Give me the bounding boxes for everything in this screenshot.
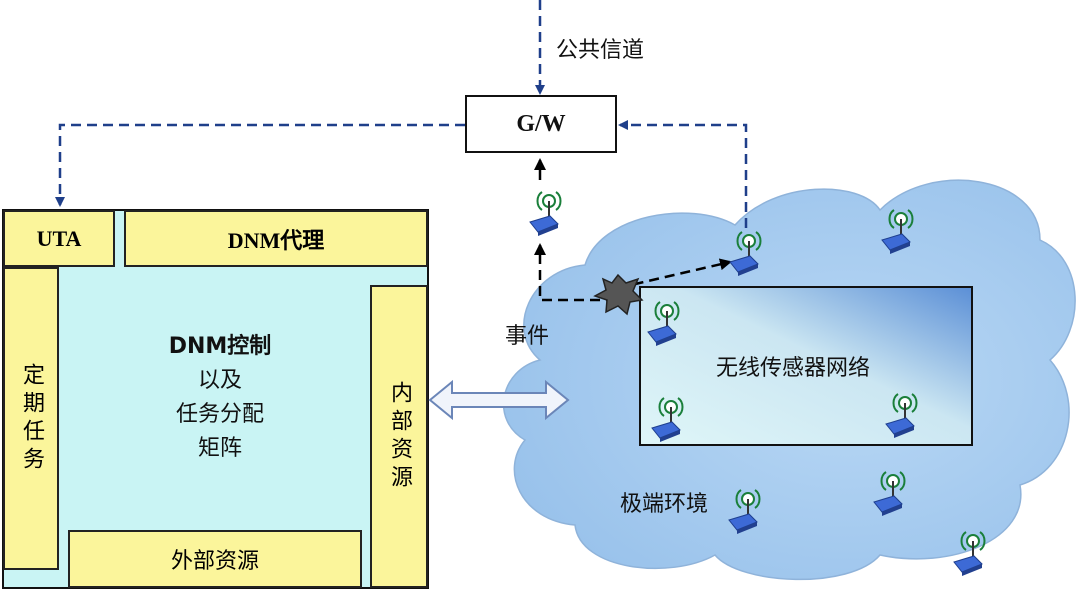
periodic-task-box: 定期任务 [3,267,59,570]
dnm-control-line3: 任务分配 [175,402,264,427]
external-resource-label: 外部资源 [170,549,259,574]
dnm-control-text: DNM控制 以及 任务分配 矩阵 [110,330,330,466]
sensor-node-icon [529,191,562,236]
double-arrow-icon [428,379,570,421]
explosion-star-icon [593,273,644,316]
sensor-node-icon [729,231,762,276]
sensor-node-icon [651,397,684,442]
sensor-node-icon [728,489,761,534]
wsn-box [639,286,973,446]
dnm-agent-label: DNM代理 [227,227,325,253]
event-label: 事件 [505,324,550,349]
gw-to-uta-arrow [55,123,465,207]
sensor-to-gw-arrow [618,120,748,228]
dnm-control-line4: 矩阵 [197,436,242,461]
sensor-node-icon [953,531,986,576]
periodic-task-label: 定期任务 [19,362,44,475]
dnm-control-line2: 以及 [197,368,242,393]
internal-resource-box: 内部资源 [370,285,428,588]
gateway-label: G/W [516,110,566,137]
dnm-agent-box: DNM代理 [124,210,428,267]
gateway-box: G/W [465,95,617,153]
dnm-panel-bg [2,209,429,589]
extreme-env-label: 极端环境 [620,492,709,517]
wsn-label: 无线传感器网络 [716,356,871,381]
event-to-node-arrow [534,243,616,302]
sensor-node-icon [647,301,680,346]
dnm-control-line1: DNM控制 [168,334,272,359]
internal-resource-label: 内部资源 [387,380,412,493]
sensor-nodes [529,191,986,576]
external-resource-box: 外部资源 [68,530,362,588]
public-channel-label: 公共信道 [556,38,645,63]
sensor-node-icon [885,393,918,438]
uta-label: UTA [36,225,82,251]
uta-box: UTA [3,210,115,267]
sensor-node-icon [873,471,906,516]
sensor-node-icon [881,209,914,254]
